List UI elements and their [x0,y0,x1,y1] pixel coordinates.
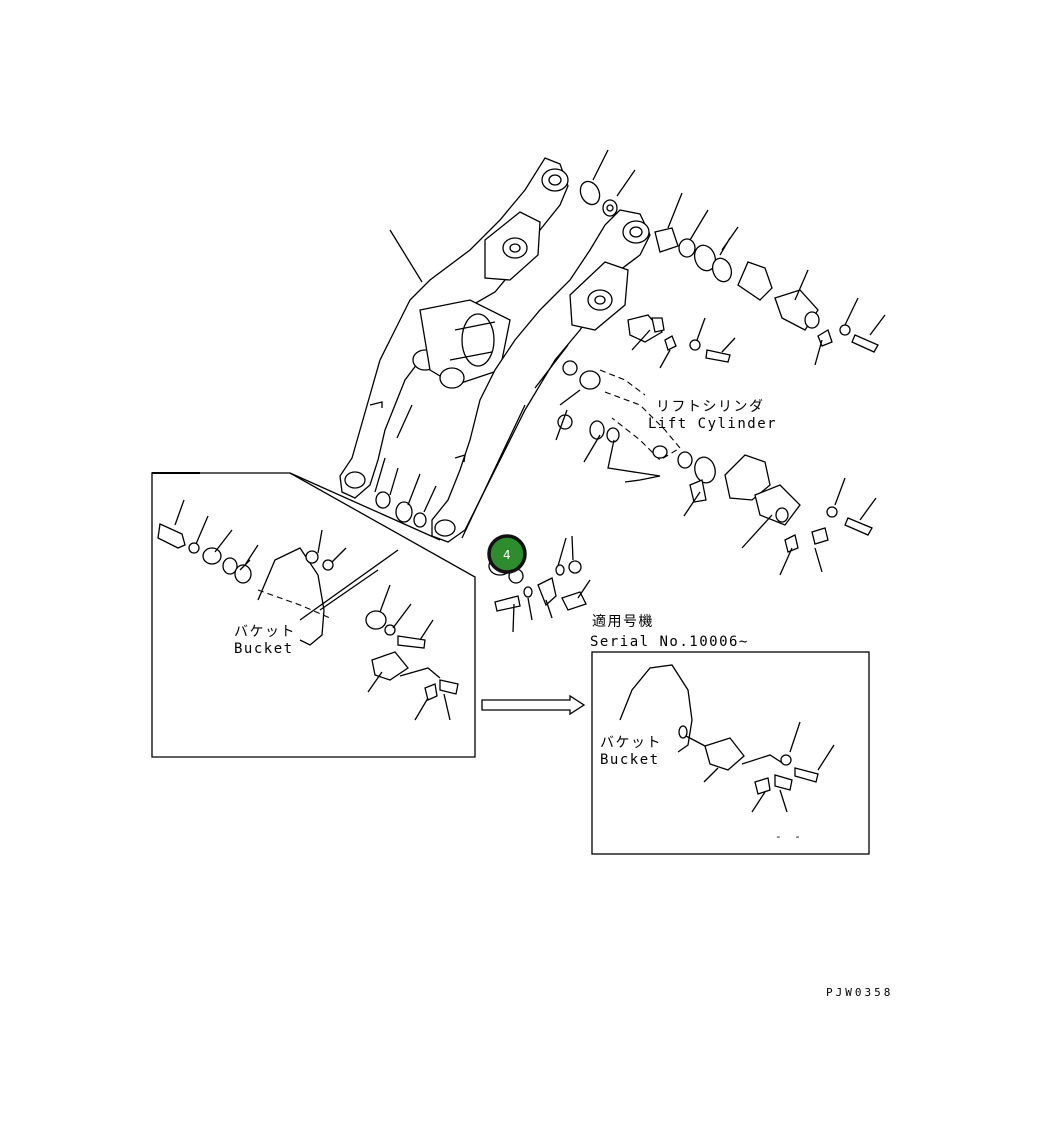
arrow-right [481,694,586,716]
lift-cylinder-en-label: Lift Cylinder [648,416,777,432]
lift-cylinder-jp-label: リフトシリンダ [656,399,765,415]
bucket-en-label: Bucket [234,641,294,657]
detail-mark: - - [775,830,804,843]
bucket-detail-left [151,472,476,758]
leader-lines [374,149,886,633]
bucket2-jp-label: バケット [600,735,662,751]
callout-number: 4 [503,548,511,562]
callout-badge[interactable]: 4 [487,534,527,574]
lift-arm-front [431,209,651,543]
lift-cylinder [599,369,681,461]
bucket2-en-label: Bucket [600,752,660,768]
bucket-detail-right [591,651,870,855]
bucket-jp-label: バケット [234,624,296,640]
top-pin-parts [579,180,879,353]
cross-tube [419,299,511,386]
tip-small-parts [375,491,587,612]
serial-number-label: Serial No.10006~ [590,634,749,650]
cylinder-pin-parts [557,414,873,553]
drawing-id-label: PJW0358 [826,986,893,999]
applicable-machine-label: 適用号機 [592,613,654,630]
mid-pin-parts [562,314,731,390]
